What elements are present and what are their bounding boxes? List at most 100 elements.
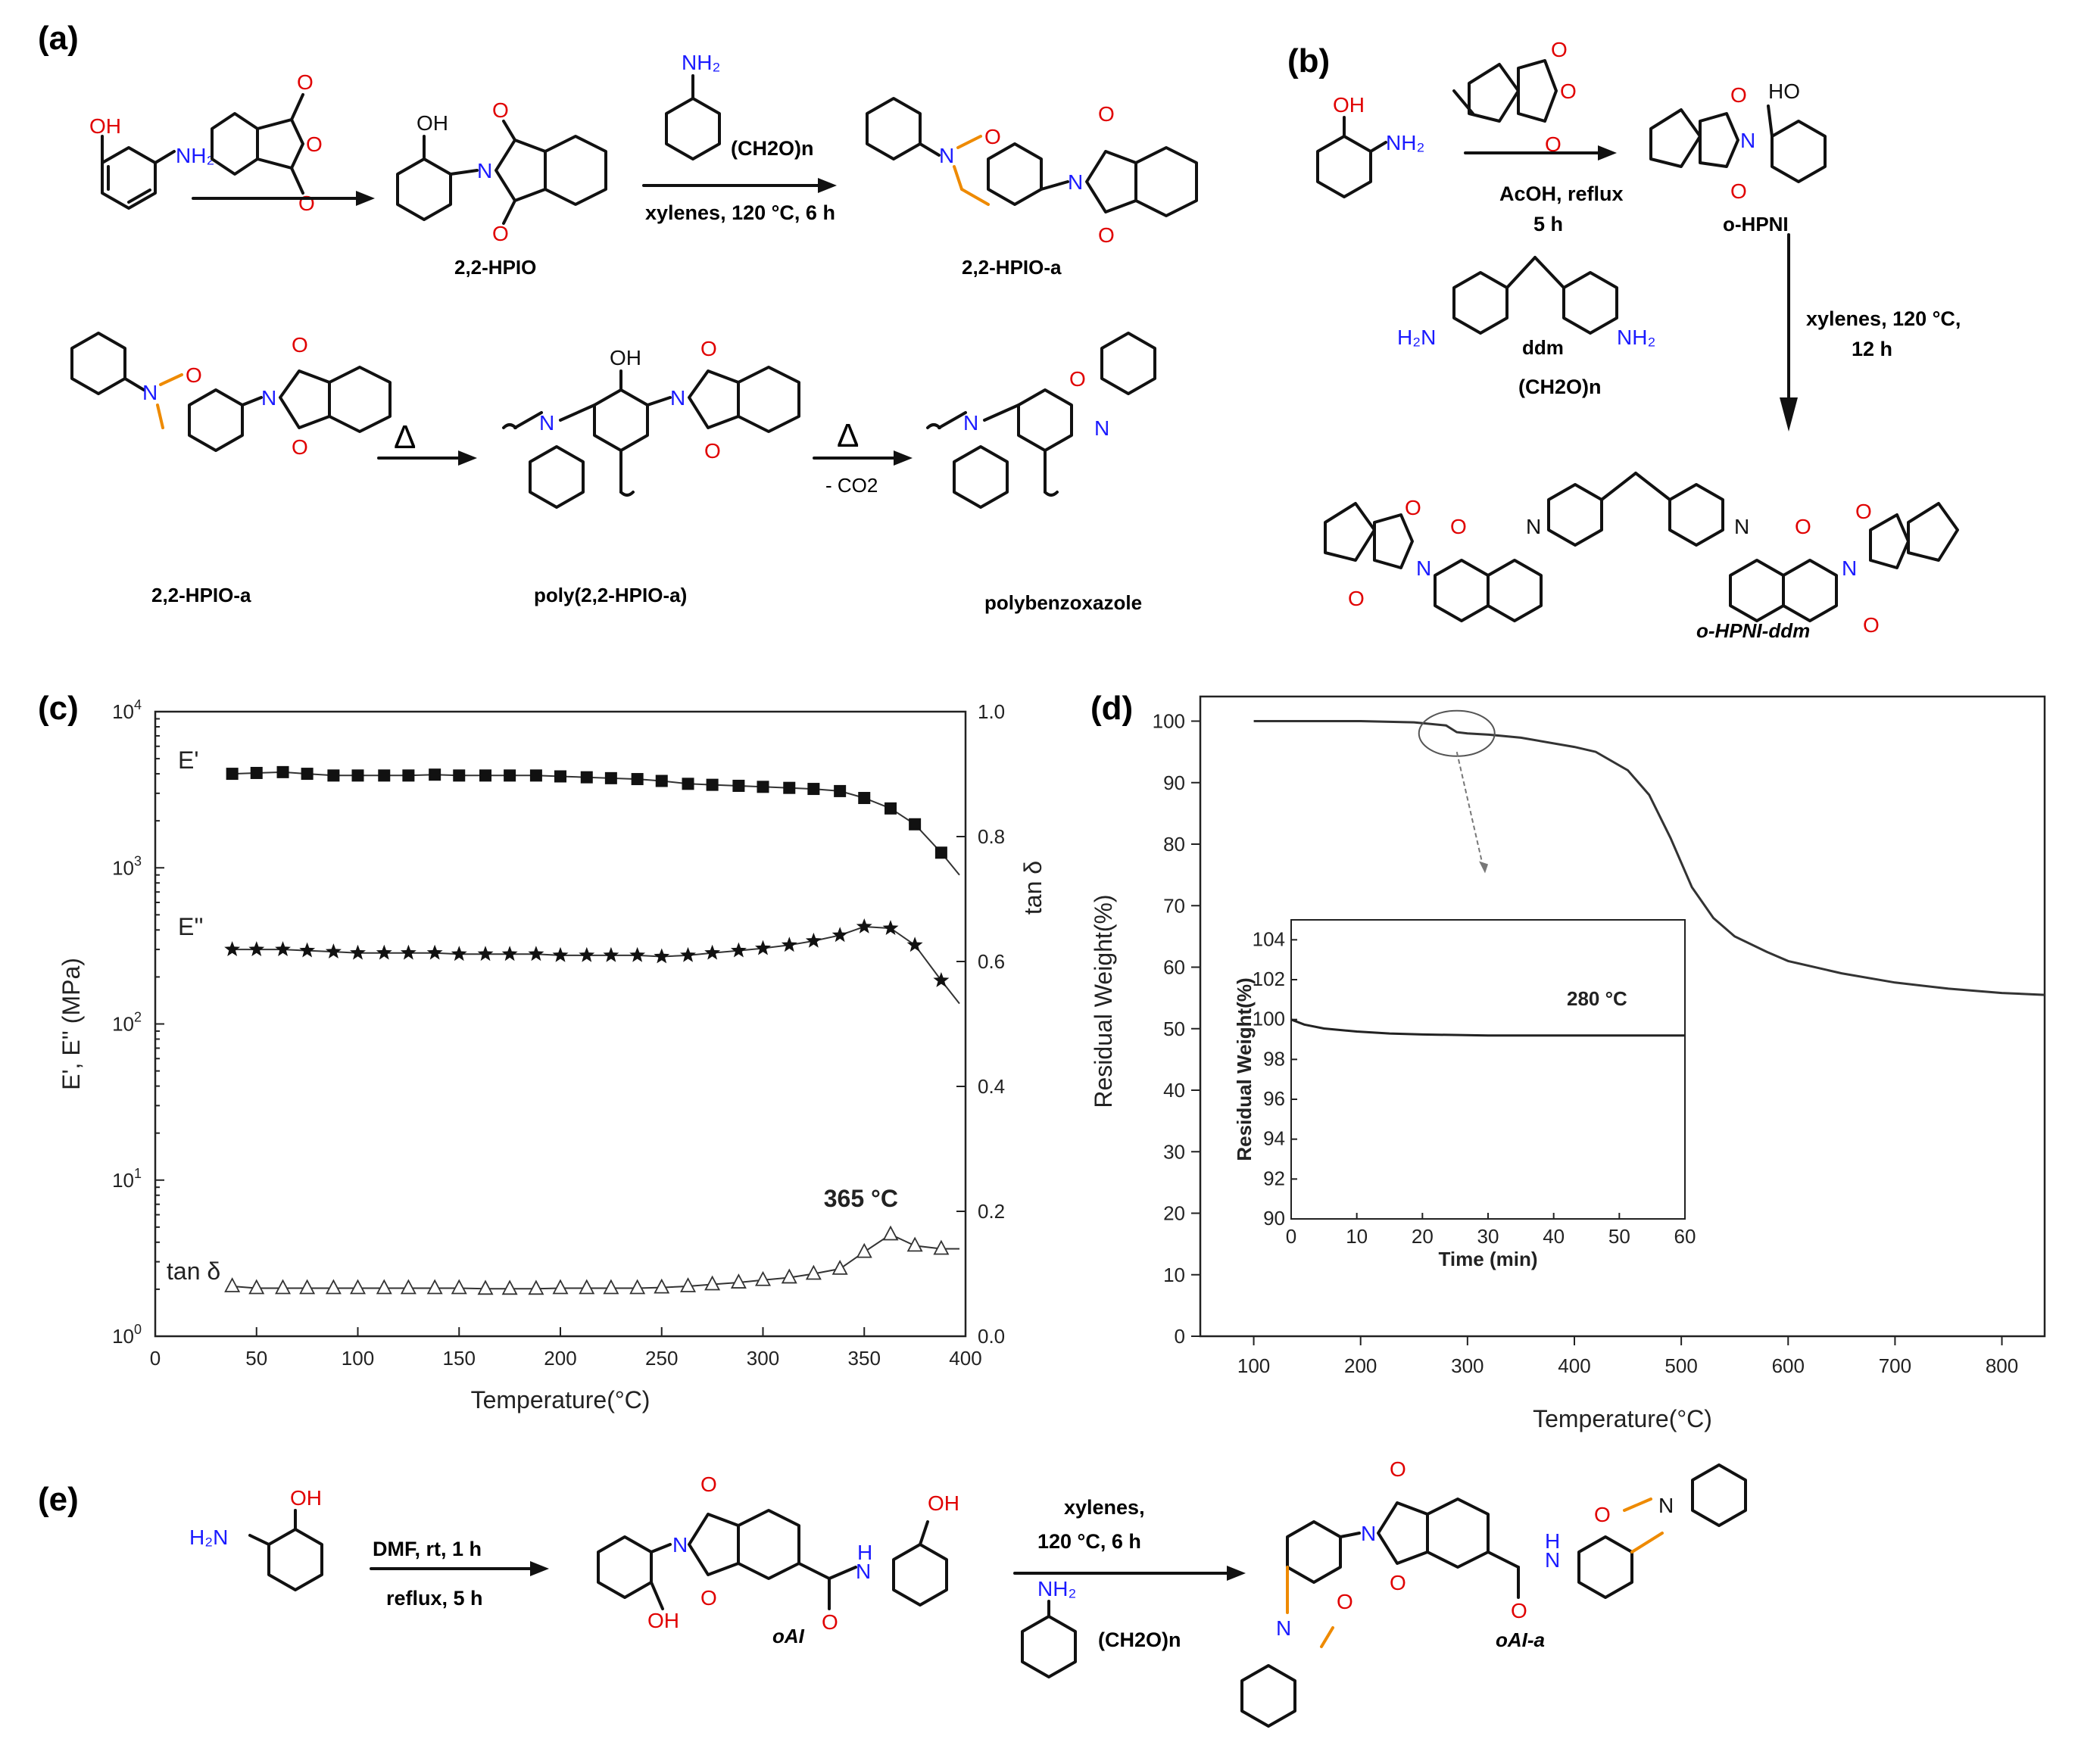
- svg-text:N: N: [1842, 556, 1857, 580]
- condition-e2a: xylenes,: [1064, 1496, 1145, 1519]
- data-point-tan-delta: [426, 1279, 443, 1295]
- diamine-ddm-label: ddm: [1522, 336, 1564, 359]
- x-tick-label: 500: [1664, 1354, 1697, 1377]
- svg-text:O: O: [1405, 496, 1421, 519]
- panel-e-label: (e): [38, 1481, 79, 1518]
- data-point-tan-delta: [755, 1270, 771, 1286]
- y-tick-label: 80: [1163, 833, 1185, 856]
- data-point-e-double-prime: [275, 941, 291, 956]
- data-point-tan-delta: [781, 1268, 797, 1284]
- inset-x-axis-title: Time (min): [1439, 1248, 1538, 1270]
- data-point-e-prime: [909, 818, 922, 831]
- svg-text:N: N: [539, 411, 554, 435]
- svg-text:HO: HO: [1768, 79, 1800, 103]
- svg-text:O: O: [704, 439, 721, 463]
- svg-text:N: N: [1068, 170, 1083, 194]
- data-point-e-prime: [631, 773, 644, 786]
- svg-text:O: O: [822, 1610, 838, 1634]
- data-point-e-double-prime: [248, 941, 265, 956]
- data-point-e-prime: [250, 766, 263, 779]
- svg-text:O: O: [1545, 132, 1562, 156]
- svg-text:O: O: [1098, 102, 1115, 126]
- inset-x-tick-label: 40: [1543, 1225, 1565, 1248]
- plot-frame: [1199, 695, 2046, 1338]
- aminophenol-structure-e: OH H₂N: [189, 1486, 323, 1591]
- inset-y-tick-label: 100: [1253, 1008, 1285, 1030]
- svg-text:OH: OH: [647, 1609, 679, 1632]
- nadic-anhydride-structure: O O O: [1452, 38, 1577, 156]
- x-tick-label: 0: [150, 1347, 161, 1370]
- x-tick-label: 100: [342, 1347, 374, 1370]
- svg-text:O: O: [1863, 613, 1880, 637]
- inset-y-tick-label: 104: [1253, 927, 1285, 950]
- compound-hpio-label: 2,2-HPIO: [454, 256, 536, 279]
- data-point-tan-delta: [730, 1273, 747, 1289]
- svg-text:O: O: [700, 1586, 717, 1610]
- data-point-e-prime: [682, 778, 694, 790]
- inset-x-tick-label: 0: [1286, 1225, 1296, 1248]
- data-point-e-prime: [301, 768, 314, 781]
- data-point-tan-delta: [224, 1277, 241, 1292]
- heat-symbol-1: Δ: [394, 419, 416, 456]
- tga-curve: [1253, 720, 2045, 996]
- svg-text:NH₂: NH₂: [1386, 131, 1424, 154]
- o-hpni-structure: O O N HO: [1649, 79, 1827, 203]
- reagent-ch2o-a: (CH2O)n: [731, 137, 814, 160]
- svg-text:N: N: [1526, 515, 1541, 538]
- data-point-e-double-prime: [882, 920, 899, 935]
- svg-text:O: O: [984, 125, 1001, 148]
- series-line-star: [232, 925, 960, 1005]
- svg-text:N: N: [939, 144, 954, 167]
- co2-loss-label: - CO2: [825, 474, 878, 497]
- series-label-square: E': [178, 746, 198, 774]
- data-point-e-double-prime: [805, 932, 822, 948]
- svg-text:O: O: [186, 363, 202, 387]
- svg-text:O: O: [1390, 1571, 1406, 1594]
- data-point-e-prime: [858, 792, 871, 805]
- svg-text:O: O: [297, 70, 314, 94]
- svg-text:O: O: [492, 98, 509, 122]
- aminophenol-structure-b: OH NH₂: [1316, 93, 1424, 198]
- svg-text:O: O: [306, 132, 323, 156]
- data-point-tan-delta: [299, 1279, 316, 1295]
- data-point-e-prime: [276, 765, 289, 778]
- inset-x-tick-label: 10: [1346, 1225, 1368, 1248]
- x-tick-label: 200: [1344, 1354, 1377, 1377]
- svg-text:NH₂: NH₂: [176, 144, 214, 167]
- compound-oai-a-label: oAI-a: [1496, 1628, 1545, 1651]
- compound-hpio-a-label-2: 2,2-HPIO-a: [151, 584, 251, 606]
- svg-text:O: O: [1450, 515, 1467, 538]
- x-tick-label: 600: [1772, 1354, 1805, 1377]
- panel-e-scheme: (e) OH H₂N DMF, rt, 1 h reflux, 5 h OH N…: [38, 1457, 1747, 1728]
- plot-frame: [154, 710, 967, 1338]
- data-point-e-prime: [655, 774, 668, 787]
- y-left-tick-label: 104: [112, 697, 142, 723]
- data-point-e-double-prime: [579, 946, 595, 962]
- x-axis-title: Temperature(°C): [1533, 1405, 1712, 1432]
- x-tick-label: 200: [544, 1347, 576, 1370]
- data-point-tan-delta: [933, 1239, 950, 1255]
- data-point-e-prime: [706, 778, 719, 791]
- svg-text:O: O: [1795, 515, 1811, 538]
- svg-text:O: O: [1730, 83, 1747, 107]
- data-point-e-prime: [453, 769, 466, 782]
- data-point-tan-delta: [552, 1279, 569, 1295]
- y-left-tick-label: 100: [112, 1322, 142, 1348]
- y-tick-label: 50: [1163, 1018, 1185, 1040]
- svg-text:N: N: [856, 1560, 871, 1583]
- y-right-tick-label: 0.6: [978, 950, 1005, 973]
- svg-text:N: N: [142, 381, 158, 404]
- svg-text:O: O: [1390, 1457, 1406, 1481]
- compound-hpio-a-label: 2,2-HPIO-a: [962, 256, 1062, 279]
- y-tick-label: 40: [1163, 1079, 1185, 1102]
- svg-text:N: N: [1361, 1522, 1376, 1545]
- series-label-open-triangle: tan δ: [167, 1258, 220, 1285]
- data-point-e-double-prime: [552, 946, 569, 962]
- svg-text:N: N: [1740, 129, 1755, 152]
- data-point-tan-delta: [325, 1279, 342, 1295]
- panel-b-scheme: (b) OH NH₂ O O O AcOH, reflux 5 h O O N …: [1287, 38, 1961, 642]
- compound-polybenzoxazole-label: polybenzoxazole: [984, 591, 1142, 614]
- panel-a-scheme: (a) OH NH₂ O O O OH N O O 2,2-HPIO: [38, 20, 1198, 614]
- svg-text:O: O: [1855, 500, 1872, 523]
